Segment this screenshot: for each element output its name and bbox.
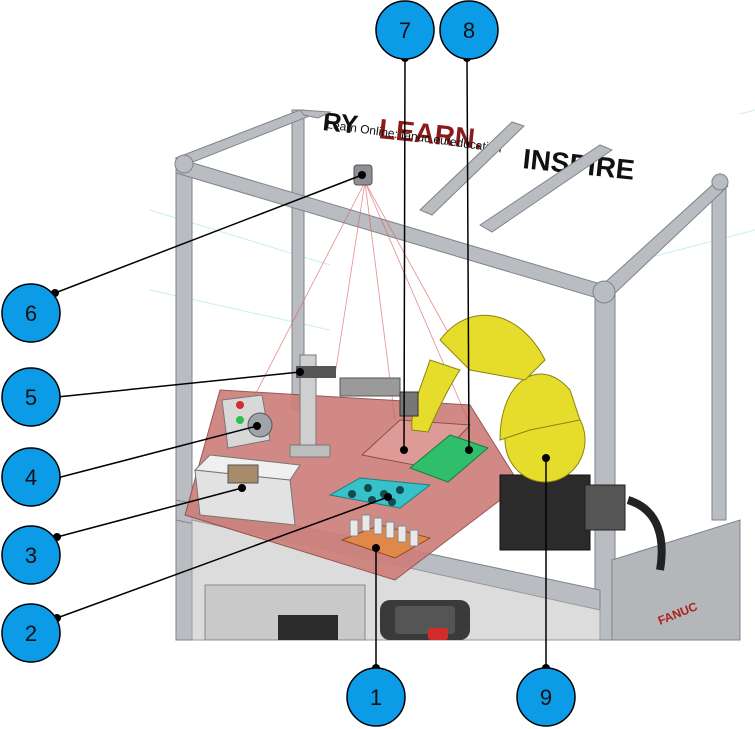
frame-beam-mid-2	[479, 144, 614, 233]
callout-6: 6	[1, 283, 61, 343]
emergency-stop	[428, 628, 448, 640]
callout-bubbles: 1 2 3 4 5 6 7 8	[1, 0, 576, 727]
robot-wrist	[411, 359, 461, 433]
callout-2-label: 2	[25, 621, 37, 646]
puck-tray	[328, 477, 432, 509]
teach-pendant	[380, 600, 470, 640]
callout-9-label: 9	[540, 685, 552, 710]
callout-1: 1	[346, 667, 406, 727]
signal-box	[221, 394, 273, 449]
green-indicator-light	[236, 416, 244, 424]
frame-corner-front-left	[174, 154, 194, 174]
frame-corner-front-right	[592, 280, 616, 304]
callout-4-label: 4	[25, 465, 37, 490]
callout-5-label: 5	[25, 385, 37, 410]
banner-panel: RY LEARN. INSPIRE Learn Online: fanuc.eu…	[321, 106, 740, 215]
frame-beam-mid-1	[419, 121, 525, 216]
robot-base	[499, 474, 591, 551]
red-indicator-light	[236, 401, 244, 409]
control-screen	[278, 615, 338, 640]
frame-post-back-right	[711, 179, 727, 521]
callout-5: 5	[1, 367, 61, 427]
robot-upper-arm	[439, 314, 546, 381]
callout-6-label: 6	[25, 301, 37, 326]
callout-7-label: 7	[399, 18, 411, 43]
frame-post-front-left	[175, 159, 193, 641]
callout-1-label: 1	[370, 685, 382, 710]
callout-4: 4	[1, 447, 61, 507]
parts-feeder-box	[193, 454, 301, 526]
callout-2: 2	[1, 603, 61, 663]
drop-off-tray	[360, 419, 472, 469]
leader-lines	[54, 57, 547, 668]
callout-8: 8	[439, 0, 499, 60]
frame-corner-back-right	[711, 173, 729, 191]
callout-3: 3	[1, 525, 61, 585]
cylinder-rack	[340, 514, 432, 559]
robot-arm	[399, 314, 666, 571]
cabinet-base: FANUC	[191, 519, 741, 641]
callout-9: 9	[516, 667, 576, 727]
callout-7: 7	[375, 0, 435, 60]
callout-3-label: 3	[25, 543, 37, 568]
sensor-stand	[289, 354, 401, 458]
callout-8-label: 8	[463, 18, 475, 43]
